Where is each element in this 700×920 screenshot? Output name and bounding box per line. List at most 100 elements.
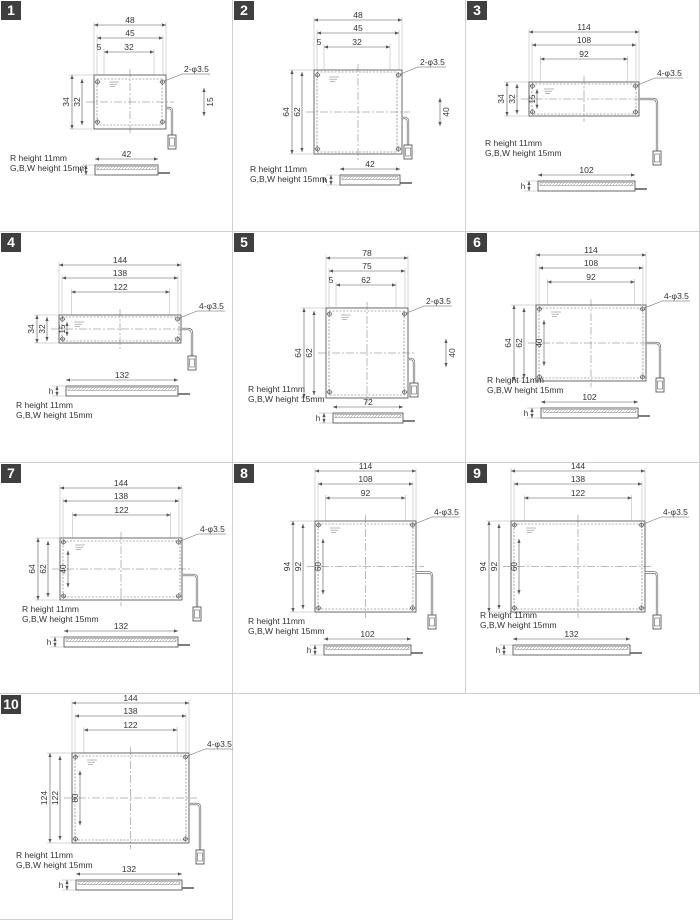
width-dimension-label: 144 <box>571 461 585 471</box>
cable-line <box>639 97 659 151</box>
height-note: G,B,W height 15mm <box>487 385 564 395</box>
width-dimension-label: 144 <box>113 255 127 265</box>
connector <box>409 382 419 398</box>
height-dimension-label: 34 <box>61 97 71 107</box>
side-view-lens <box>65 638 177 642</box>
width-dimension-label: 45 <box>125 28 135 38</box>
height-note: R height 11mm <box>16 400 73 410</box>
side-view-body <box>323 644 412 656</box>
height-note: G,B,W height 15mm <box>16 860 93 870</box>
height-dimension-label: 94 <box>282 562 292 572</box>
width-dimension-label: 78 <box>362 248 372 258</box>
hole-leader <box>180 533 199 542</box>
cable-line <box>645 571 659 615</box>
offset-dimension-label: 5 <box>329 275 334 285</box>
hole-leader <box>643 516 662 525</box>
width-dimension-label: 122 <box>114 505 128 515</box>
width-dimension-label: 48 <box>125 15 135 25</box>
height-symbol-label: h <box>47 638 51 647</box>
side-view-lens <box>341 176 399 180</box>
hole-pitch-label: 60 <box>314 562 323 571</box>
drawing-panel: 8 <box>233 463 466 694</box>
connector <box>655 377 665 393</box>
inner-height-dimension-label: 32 <box>507 94 517 104</box>
side-view-body <box>94 164 159 176</box>
side-length-label: 72 <box>363 397 373 407</box>
side-view: h 132 <box>47 621 190 648</box>
drawing-panel: 4 <box>0 232 233 463</box>
height-note: R height 11mm <box>487 375 544 385</box>
cable <box>408 357 419 398</box>
hole-leader <box>637 77 656 86</box>
hole-leader <box>400 66 419 75</box>
width-dimension-label: 62 <box>361 275 371 285</box>
width-dimension-label: 138 <box>571 474 585 484</box>
side-length-label: 42 <box>122 149 132 159</box>
drawing-number-badge: 1 <box>1 1 21 20</box>
width-dimension-label: 144 <box>114 478 128 488</box>
cable-height-label: 40 <box>441 107 451 117</box>
hole-spec-label: 4-φ3.5 <box>657 68 682 78</box>
side-length-label: 132 <box>114 621 128 631</box>
drawing-number-badge: 3 <box>467 1 487 20</box>
height-note: R height 11mm <box>16 850 73 860</box>
hole-spec-label: 2-φ3.5 <box>426 296 451 306</box>
hole-leader <box>164 73 183 82</box>
cable-line <box>181 327 194 356</box>
offset-dimension-label: 5 <box>97 42 102 52</box>
cable-line <box>189 802 202 850</box>
side-length-label: 132 <box>564 629 578 639</box>
hole-spec-label: 2-φ3.5 <box>184 64 209 74</box>
height-note: R height 11mm <box>248 616 305 626</box>
connector <box>192 606 202 622</box>
width-dimension-label: 122 <box>571 488 585 498</box>
hole-pitch-label: 40 <box>59 564 68 573</box>
height-note: R height 11mm <box>248 384 305 394</box>
height-dimension-label: 64 <box>27 564 37 574</box>
connector <box>187 355 197 371</box>
hole-pitch-label: 60 <box>510 562 519 571</box>
height-note: R height 11mm <box>250 164 307 174</box>
connector <box>652 614 662 630</box>
side-view: h42 <box>78 149 170 176</box>
cable <box>402 116 413 160</box>
cable-line <box>416 571 434 615</box>
cable <box>646 341 665 393</box>
height-dimension-label: 64 <box>293 348 303 358</box>
side-view-lens <box>542 409 637 413</box>
drawing-panel: 2 <box>233 0 466 232</box>
height-note: R height 11mm <box>10 153 67 163</box>
side-view-body <box>75 879 183 891</box>
side-view-lens <box>539 182 634 186</box>
cable <box>416 571 437 630</box>
width-dimension-label: 108 <box>577 35 591 45</box>
width-dimension-label: 138 <box>123 706 137 716</box>
hole-spec-label: 2-φ3.5 <box>420 57 445 67</box>
inner-height-dimension-label: 62 <box>514 338 524 348</box>
height-dimension-label: 34 <box>496 94 506 104</box>
side-view-lens <box>96 166 157 170</box>
hole-spec-label: 4-φ3.5 <box>434 507 459 517</box>
side-length-label: 132 <box>122 864 136 874</box>
cable-line <box>182 573 199 607</box>
height-note: G,B,W height 15mm <box>250 174 327 184</box>
height-symbol-label: h <box>49 387 53 396</box>
cable-line <box>408 357 416 383</box>
hole-leader <box>187 748 206 757</box>
side-view-lens <box>67 387 177 391</box>
height-dimension-label: 124 <box>39 791 49 805</box>
height-note: R height 11mm <box>485 138 542 148</box>
cable-line <box>646 341 662 378</box>
width-dimension-label: 122 <box>113 282 127 292</box>
height-dimension-label: 64 <box>281 107 291 117</box>
height-dimension-label: 94 <box>478 562 488 572</box>
drawing-number-badge: 4 <box>1 233 21 252</box>
